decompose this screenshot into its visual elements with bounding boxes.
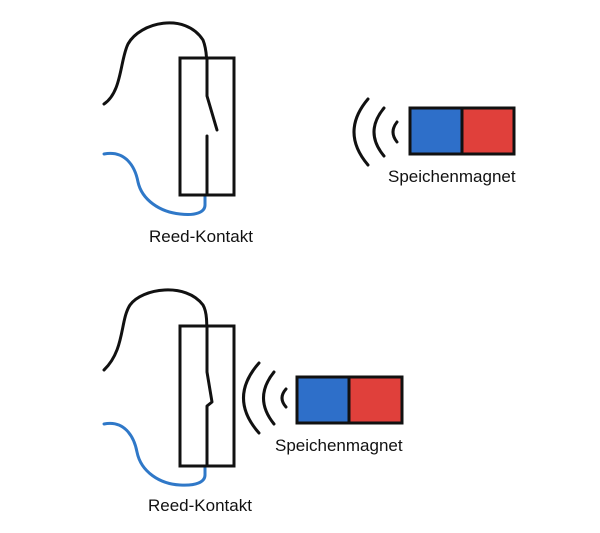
sensor-label: Reed-Kontakt xyxy=(148,496,252,515)
magnet-label: Speichenmagnet xyxy=(275,436,403,455)
panel-open: Reed-Kontakt Speichenmagnet xyxy=(102,21,516,246)
spoke-magnet-bottom xyxy=(295,375,404,425)
spoke-magnet-top xyxy=(408,106,516,156)
magnet-label: Speichenmagnet xyxy=(388,167,516,186)
black-wire-bottom xyxy=(102,288,209,372)
sensor-label: Reed-Kontakt xyxy=(149,227,253,246)
panel-closed: Reed-Kontakt Speichenmagnet xyxy=(102,288,404,515)
black-wire-top xyxy=(102,21,209,106)
magnetic-field-arcs-top xyxy=(352,97,399,167)
reed-contact-closed xyxy=(205,324,214,468)
blue-wire-bottom xyxy=(102,421,207,487)
reed-contact-open xyxy=(205,56,219,197)
blue-wire-top xyxy=(102,151,207,216)
magnetic-field-arcs-bottom xyxy=(242,361,288,435)
